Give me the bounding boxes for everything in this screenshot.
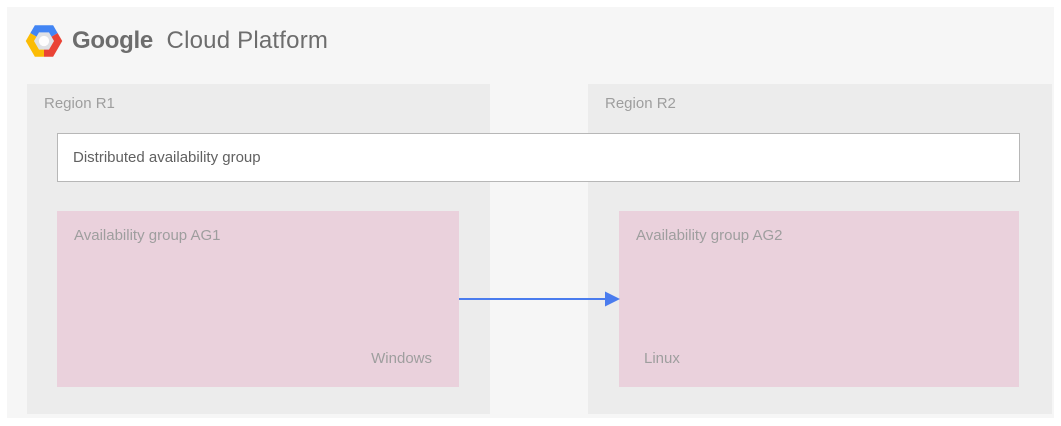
page-background: Google Cloud Platform Region R1 Region R…	[7, 7, 1054, 418]
logo-brand-text: Google	[72, 27, 153, 54]
distributed-availability-group-label: Distributed availability group	[73, 149, 261, 166]
ag2-os-label: Linux	[644, 350, 680, 367]
availability-group-ag1-box: Availability group AG1 Windows	[57, 211, 459, 387]
availability-group-ag1-label: Availability group AG1	[74, 227, 221, 244]
gcp-logo-icon	[25, 22, 63, 60]
availability-group-ag2-label: Availability group AG2	[636, 227, 783, 244]
replication-arrow	[459, 291, 620, 307]
logo-wordmark: Google Cloud Platform	[72, 27, 328, 55]
region-r2-label: Region R2	[605, 95, 676, 112]
availability-group-ag2-box: Availability group AG2 Linux	[619, 211, 1019, 387]
distributed-availability-group-box: Distributed availability group	[57, 133, 1020, 182]
gcp-header: Google Cloud Platform	[25, 15, 328, 67]
region-r1-label: Region R1	[44, 95, 115, 112]
ag1-os-label: Windows	[371, 350, 432, 367]
logo-product-text: Cloud Platform	[166, 27, 329, 54]
